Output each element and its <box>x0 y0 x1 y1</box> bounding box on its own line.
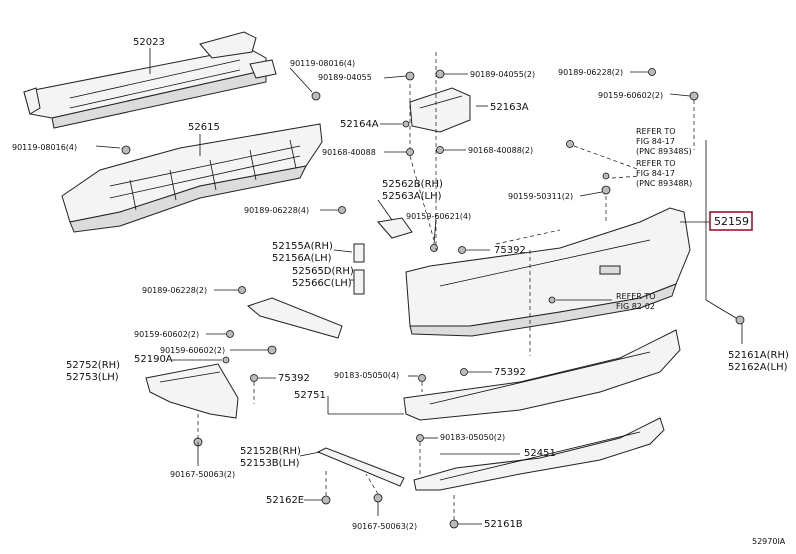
ref-note-1-line-2: FIG 84-17 <box>636 137 675 146</box>
ref-note-3-line-1: REFER TO <box>616 292 656 301</box>
highlight-box-52159 <box>709 211 753 231</box>
label-75392-upper: 75392 <box>494 245 526 256</box>
figure-code: 52970IA <box>752 537 786 546</box>
label-52451: 52451 <box>524 448 556 459</box>
part-52562B-drawing <box>377 217 413 239</box>
label-52155A: 52155A(RH) <box>272 241 333 252</box>
label-52156A: 52156A(LH) <box>272 253 332 264</box>
label-90119-08016-left: 90119-08016(4) <box>12 143 77 152</box>
label-90167-50063-2-bottom: 90167-50063(2) <box>352 522 417 531</box>
part-52155A-drawing <box>353 243 365 263</box>
label-52190A: 52190A <box>134 354 173 365</box>
label-90189-06228-4: 90189-06228(4) <box>244 206 309 215</box>
label-90159-60621-4: 90159-60621(4) <box>406 212 471 221</box>
label-90168-40088: 90168-40088 <box>322 148 376 157</box>
label-52562B: 52562B(RH) <box>382 179 443 190</box>
label-90159-60602-2-mid: 90159-60602(2) <box>160 346 225 355</box>
label-52023: 52023 <box>133 37 165 48</box>
label-90189-04055-2: 90189-04055(2) <box>470 70 535 79</box>
ref-note-3-line-2: FIG 82-02 <box>616 302 655 311</box>
label-75392-left: 75392 <box>278 373 310 384</box>
label-52162A: 52162A(LH) <box>728 362 788 373</box>
label-90159-60602-2-left: 90159-60602(2) <box>134 330 199 339</box>
label-52751: 52751 <box>294 390 326 401</box>
part-52152B-drawing <box>316 447 405 487</box>
label-90189-06228-2-left: 90189-06228(2) <box>142 286 207 295</box>
label-52161A: 52161A(RH) <box>728 350 789 361</box>
label-52753: 52753(LH) <box>66 372 119 383</box>
label-90168-40088-2: 90168-40088(2) <box>468 146 533 155</box>
label-90183-05050-4: 90183-05050(4) <box>334 371 399 380</box>
ref-note-2-line-3: (PNC 89348R) <box>636 179 692 188</box>
part-labels: 52023 90119-08016(4) 90189-04055 90189-0… <box>12 37 789 546</box>
label-90189-04055: 90189-04055 <box>318 73 372 82</box>
label-52566C: 52566C(LH) <box>292 278 352 289</box>
assembly-dash-lines <box>197 52 695 520</box>
part-52751-drawing <box>403 329 681 421</box>
ref-note-2-line-1: REFER TO <box>636 159 676 168</box>
label-52153B: 52153B(LH) <box>240 458 300 469</box>
part-52023-drawing <box>23 31 277 129</box>
label-52162E: 52162E <box>266 495 304 506</box>
part-52163A-drawing <box>409 87 471 133</box>
label-90159-60602-2-right: 90159-60602(2) <box>598 91 663 100</box>
part-52615-drawing <box>61 123 323 233</box>
part-52565D-drawing <box>353 269 365 295</box>
label-52163A: 52163A <box>490 102 529 113</box>
part-52159-drawing <box>405 207 691 337</box>
label-90167-50063-2-left: 90167-50063(2) <box>170 470 235 479</box>
label-52161B: 52161B <box>484 519 523 530</box>
label-75392-mid: 75392 <box>494 367 526 378</box>
label-52164A: 52164A <box>340 119 379 130</box>
label-90189-06228-2-right: 90189-06228(2) <box>558 68 623 77</box>
label-52752: 52752(RH) <box>66 360 120 371</box>
part-52752-drawing <box>145 363 239 419</box>
label-90119-08016-top: 90119-08016(4) <box>290 59 355 68</box>
leader-lines <box>95 48 743 525</box>
label-52159: 52159 <box>714 215 749 228</box>
label-90159-50311-2: 90159-50311(2) <box>508 192 573 201</box>
label-52565D: 52565D(RH) <box>292 266 354 277</box>
label-90183-05050-2: 90183-05050(2) <box>440 433 505 442</box>
ref-note-2-line-2: FIG 84-17 <box>636 169 675 178</box>
label-52563A: 52563A(LH) <box>382 191 442 202</box>
ref-note-1-line-3: (PNC 89348S) <box>636 147 692 156</box>
label-52152B: 52152B(RH) <box>240 446 301 457</box>
ref-note-1-line-1: REFER TO <box>636 127 676 136</box>
part-52190A-drawing <box>246 297 343 339</box>
part-52451-drawing <box>413 417 665 491</box>
label-52615: 52615 <box>188 122 220 133</box>
